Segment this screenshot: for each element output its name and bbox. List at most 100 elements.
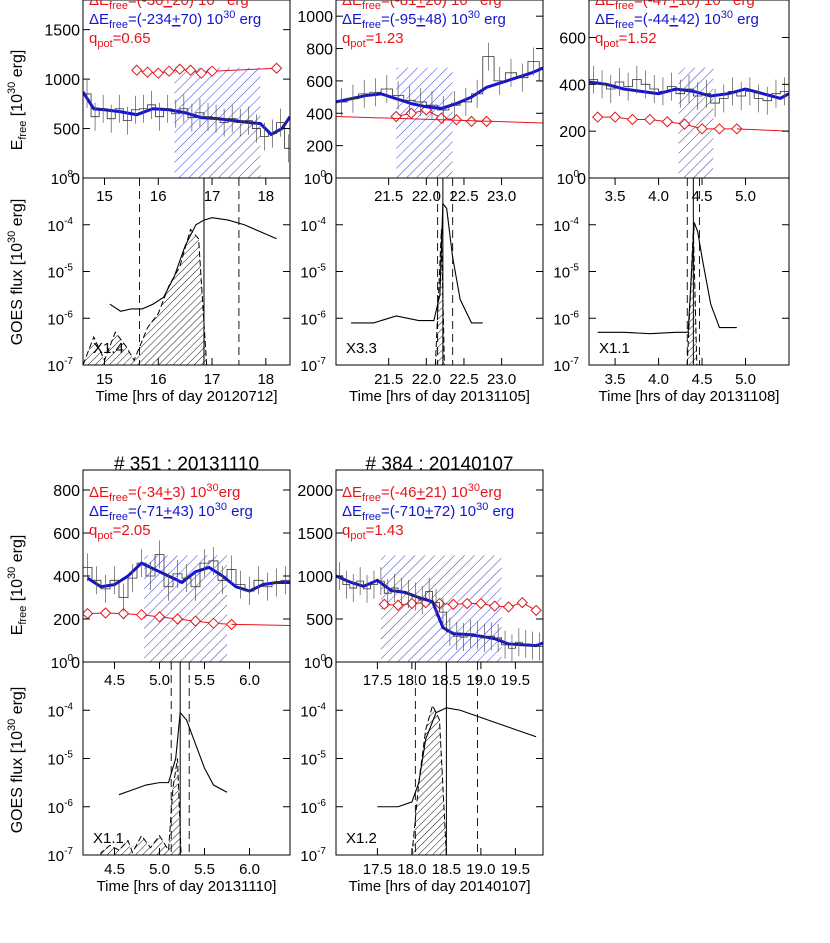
ylabel-unit: erg] [9,687,26,719]
red-diamond-marker [713,123,726,135]
energy-y-axis-label: Efree [1030 erg] [6,535,29,636]
red-diamond-marker [135,608,148,621]
plus-minus-sign: + [172,11,181,28]
exponent: 30 [468,0,480,2]
y-tick-label: 0 [577,171,586,188]
flare-class-label: X1.2 [346,830,377,847]
plot-area [83,178,277,365]
red-diamond-marker [465,115,478,128]
y-tick-label: 1000 [297,569,333,586]
plus-minus-sign: + [416,11,425,28]
red-diamond-marker [152,67,164,79]
y-tick-label: 10-6 [300,309,326,328]
blue-smoothed-curve [86,561,290,593]
delta-e-error: 72) 10 [434,503,477,520]
y-tick-label: 1000 [44,72,80,89]
y-tick-label: 400 [559,77,586,94]
annotation-red-line: ΔEfree=(-30+20) 1030erg [89,0,249,12]
y-tick-exponent: -5 [317,750,326,761]
y-tick-label: 10-5 [47,750,73,769]
unit: erg [480,0,502,9]
x-tick-label-bottom: 18.0 [397,861,426,878]
ylabel-e-sub: free [17,606,29,625]
ylabel-unit: erg] [9,199,26,231]
plus-minus-sign: + [416,0,425,9]
y-tick-exponent: 8 [67,169,73,180]
y-tick-label: 10-4 [553,216,579,235]
goes-panel-5: 10-710-610-510-41081515161617171818X1.4T… [47,169,291,405]
x-tick-label-bottom: 3.5 [605,371,626,388]
y-tick-label: 600 [53,526,80,543]
q-value: =2.05 [113,522,151,539]
red-diamond-marker [184,64,197,76]
y-tick-exponent: -6 [570,309,579,320]
exponent: 30 [476,501,488,513]
y-tick-exponent: -4 [570,216,579,227]
y-tick-base: 10 [300,311,317,328]
red-diamond-marker [195,67,207,79]
delta-e-error: 21) 10 [425,484,468,501]
delta-e-symbol: ΔE [342,0,362,9]
ylabel-goes: GOES flux [10 [9,243,26,345]
plot-area [589,65,789,178]
y-tick-label: 10-6 [47,309,73,328]
y-tick-exponent: -5 [317,263,326,274]
x-tick-label-top: 6.0 [239,672,260,689]
x-tick-label-bottom: 23.0 [487,371,516,388]
delta-e-error: 42) 10 [678,11,721,28]
y-tick-label: 200 [306,139,333,156]
plus-minus-sign: + [669,0,678,9]
x-tick-label-top: 19.5 [501,672,530,689]
y-tick-base: 10 [300,265,317,282]
delta-e-symbol: ΔE [342,484,362,501]
x-tick-label-top: 17.5 [363,672,392,689]
blue-smoothed-curve [336,574,543,648]
y-tick-label: 10-4 [47,701,73,720]
q-subscript: pot [97,38,112,50]
goes-flux-curve [597,222,737,335]
flare-class-label: X1.4 [93,340,124,357]
exponent: 30 [215,501,227,513]
delta-e-subscript: free [362,511,381,523]
delta-e-subscript: free [615,19,634,31]
y-tick-label: 400 [53,569,80,586]
red-diamond-marker [530,604,542,617]
delta-e-symbol: ΔE [595,11,615,28]
goes-panel-6: 10-710-610-510-410021.521.522.022.022.52… [300,169,544,405]
delta-e-error: 48) 10 [425,11,468,28]
ylabel-bracket: [10 [9,94,26,121]
x-axis-label: Time [hrs of day 20120712] [95,388,277,405]
red-diamond-marker [207,617,220,630]
y-tick-exponent: -7 [570,356,579,367]
red-diamond-marker [461,597,473,610]
x-tick-label-bottom: 19.0 [466,861,495,878]
red-diamond-marker [405,107,417,119]
y-tick-label: 10-5 [300,263,326,282]
y-tick-base: 10 [300,752,317,769]
annotation-red-line: ΔEfree=(-46+21) 1030erg [342,482,502,504]
y-tick-label: 10-7 [47,356,73,375]
exponent: 30 [468,482,480,494]
delta-e-error: 20) 10 [172,0,215,9]
delta-e-value: =(-710 [381,503,425,520]
plot-area [100,662,228,855]
y-tick-exponent: -5 [570,263,579,274]
axes-frame [82,661,291,856]
y-tick-label: 100 [304,653,327,672]
y-tick-base: 10 [304,655,321,672]
y-tick-exponent: 0 [320,169,326,180]
goes-y-axis-label: GOES flux [1030 erg] [6,199,26,346]
q-symbol: q [342,30,350,47]
plot-area [336,42,543,178]
x-tick-label-top: 4.5 [692,188,713,205]
plot-area [83,540,290,662]
exponent: 30 [721,9,733,21]
delta-e-value: =(-234 [128,11,172,28]
red-diamond-marker [189,615,202,627]
x-tick-label-top: 5.0 [735,188,756,205]
delta-e-subscript: free [109,492,128,504]
delta-e-subscript: free [362,0,381,12]
y-tick-label: 800 [53,483,80,500]
